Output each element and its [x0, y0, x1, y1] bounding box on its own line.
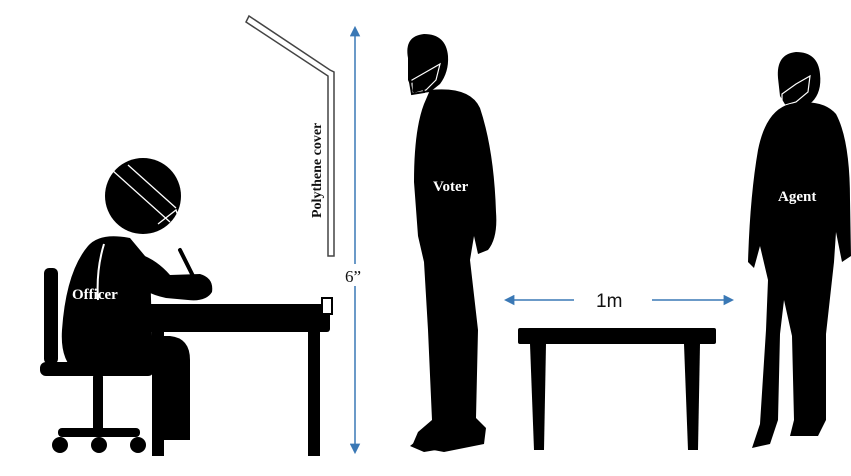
voter-head — [407, 34, 449, 94]
agent-label: Agent — [778, 189, 816, 205]
voter-figure: Voter — [407, 34, 497, 452]
agent-body — [748, 102, 851, 448]
voter-label: Voter — [433, 179, 469, 195]
middle-table — [518, 328, 716, 450]
polythene-cover-label: Polythene cover — [310, 123, 325, 218]
voter-body — [412, 89, 497, 452]
agent-head — [777, 52, 821, 108]
height-indicator: 6” — [342, 25, 372, 455]
distance-indicator: 1m — [503, 291, 735, 312]
officer-desk — [142, 304, 330, 456]
officer-arm — [120, 250, 213, 301]
distance-label: 1m — [596, 291, 622, 312]
pen — [178, 248, 198, 284]
agent-mask — [781, 74, 811, 107]
officer-body — [61, 236, 191, 440]
height-label: 6” — [345, 267, 361, 286]
polythene-cover: Polythene cover — [245, 14, 335, 257]
officer-head — [105, 158, 181, 234]
officer-mask — [111, 164, 177, 223]
agent-figure: Agent — [748, 52, 851, 448]
cover-clip — [321, 297, 333, 315]
officer-label: Officer — [72, 287, 118, 303]
officer-figure: Officer — [40, 158, 333, 456]
